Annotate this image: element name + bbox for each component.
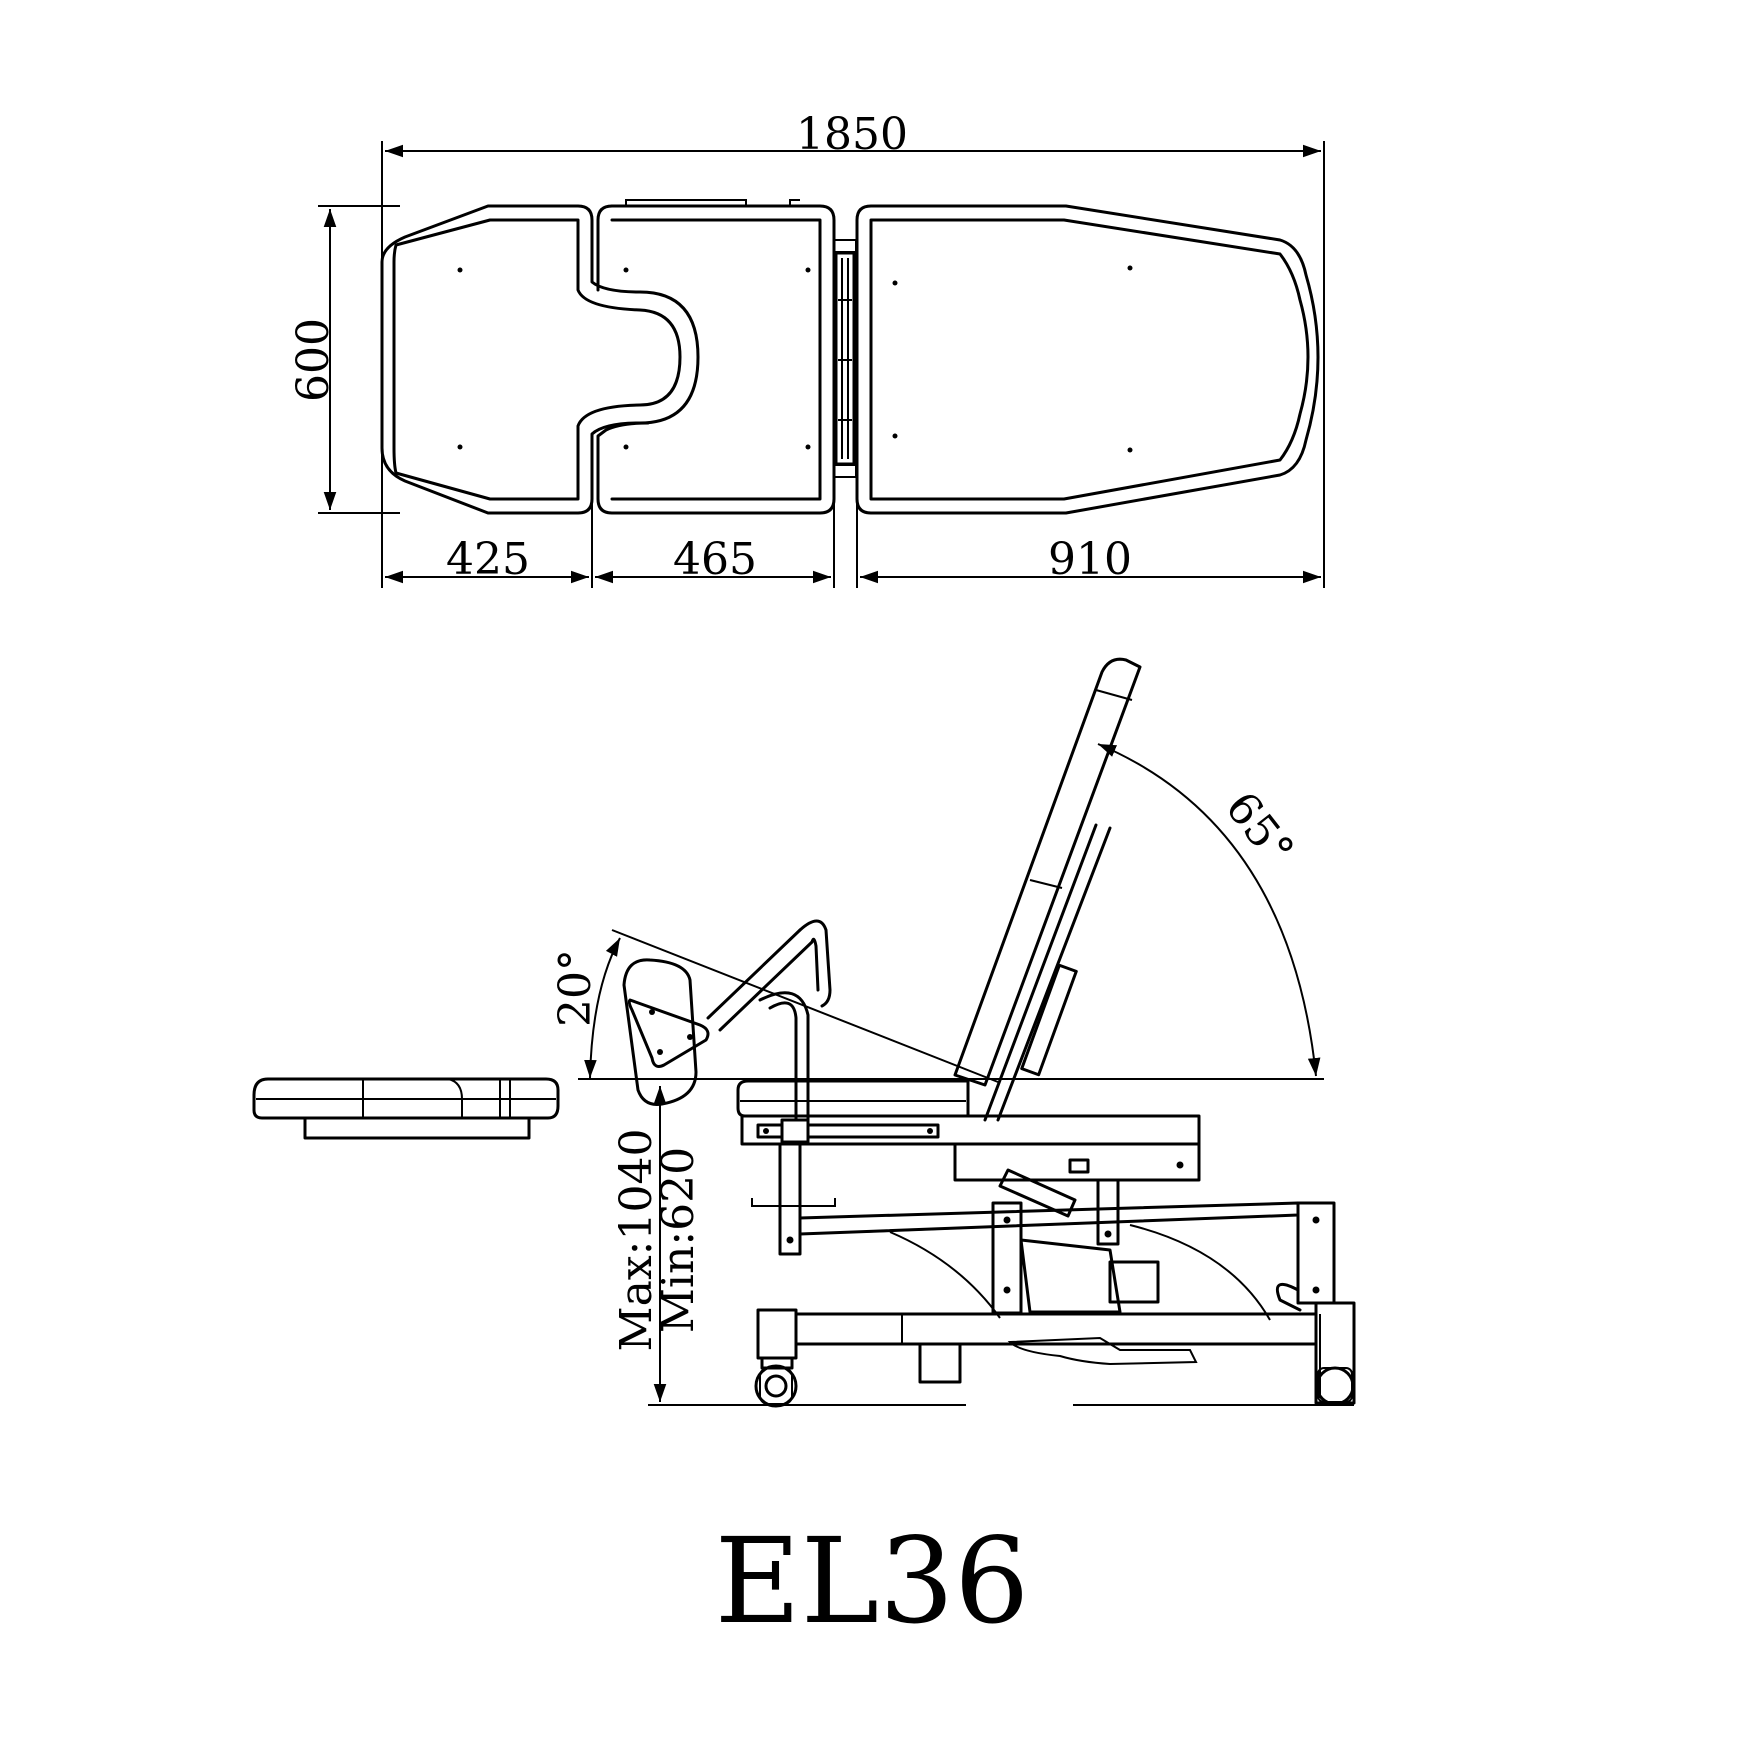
head-section-label: 425 xyxy=(446,534,530,585)
motor-actuator xyxy=(998,1158,1302,1366)
leg-angle-label: 20° xyxy=(550,949,601,1027)
side-view: 20° Max:1040 Min:620 65° xyxy=(252,657,1356,1408)
seat-section-label: 465 xyxy=(673,534,757,585)
total-length-label: 1850 xyxy=(796,109,908,160)
width-label: 600 xyxy=(288,318,339,402)
model-label: EL36 xyxy=(715,1512,1030,1650)
height-max-label: Max:1040 xyxy=(611,1129,662,1352)
top-view: 1850 600 425 465 910 xyxy=(288,109,1325,588)
back-rest xyxy=(953,657,1142,1122)
detached-head-cushion xyxy=(252,1077,560,1140)
back-angle-label: 65° xyxy=(1215,783,1303,876)
caster-rear xyxy=(1315,1366,1355,1406)
caster-front xyxy=(754,1356,798,1408)
seat-section-outline xyxy=(596,199,836,515)
hinge-mechanism xyxy=(833,239,857,478)
head-section-outline xyxy=(380,204,700,515)
seat-cushion xyxy=(736,1079,970,1118)
leg-rest xyxy=(622,919,832,1132)
back-section-label: 910 xyxy=(1048,534,1132,585)
lift-arms xyxy=(798,1201,1300,1321)
upper-frame xyxy=(740,1114,1336,1315)
back-section-outline xyxy=(855,204,1320,515)
height-min-label: Min:620 xyxy=(653,1147,704,1333)
leg-angle-arc xyxy=(584,937,621,1079)
back-angle-arc xyxy=(1097,743,1321,1077)
base-frame xyxy=(756,1301,1356,1405)
